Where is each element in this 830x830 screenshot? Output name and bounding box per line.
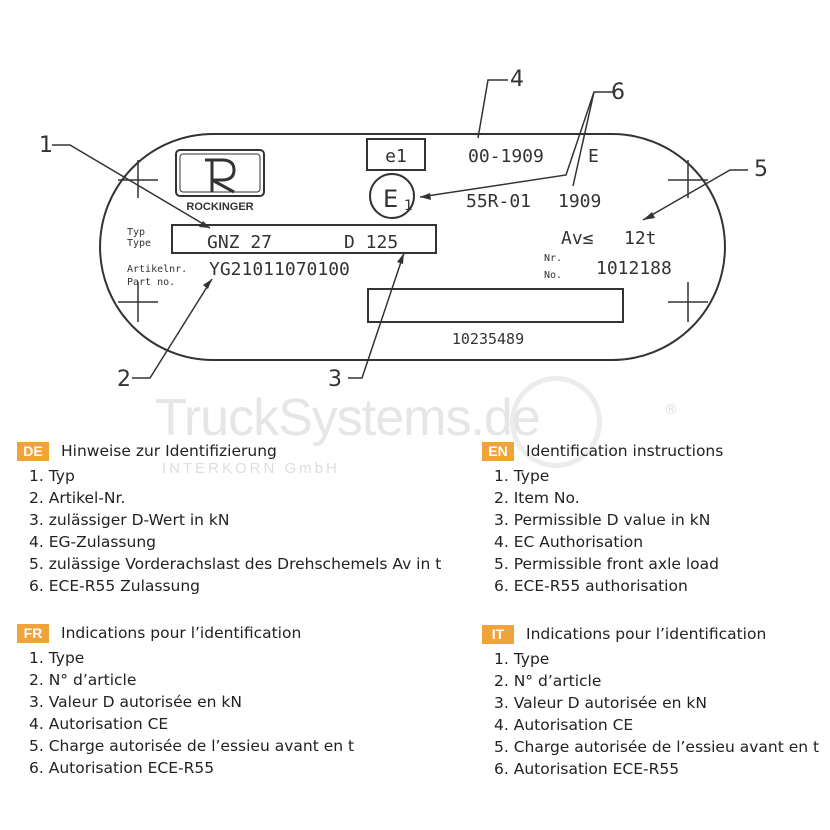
type-label: Typ — [127, 227, 145, 238]
list-item: 5. Charge autorisée de l’essieu avant en… — [29, 737, 355, 755]
ece-mark-circle — [369, 173, 415, 219]
plate-outline — [99, 133, 726, 361]
type-model-value: GNZ 27 — [207, 232, 272, 253]
article-label-en: Part no. — [127, 277, 175, 288]
section-title-de: Hinweise zur Identifizierung — [61, 442, 277, 460]
callout-1: 1 — [39, 133, 53, 158]
list-item: 3. Valeur D autorisée en kN — [494, 694, 707, 712]
list-item: 1. Typ — [29, 467, 75, 485]
section-title-en: Identification instructions — [526, 442, 724, 460]
callout-lines — [52, 79, 748, 379]
brand-name: ROCKINGER — [186, 201, 253, 213]
list-item: 2. N° d’article — [29, 671, 137, 689]
type-label-en: Type — [127, 238, 151, 249]
bottom-number: 10235489 — [452, 330, 524, 348]
section-en: EN Identification instructions 1. Type 2… — [482, 441, 723, 597]
ece-mark-number: 1 — [404, 198, 413, 214]
serial-label-en: No. — [544, 270, 562, 281]
callout-4: 4 — [510, 67, 524, 92]
ec-mark-box — [366, 138, 426, 171]
watermark-brand: TruckSystems.de — [155, 389, 541, 447]
list-item: 4. EC Authorisation — [494, 533, 644, 551]
list-item: 5. Permissible front axle load — [494, 555, 719, 573]
list-item: 3. zulässiger D-Wert in kN — [29, 511, 230, 529]
section-title-fr: Indications pour l’identification — [61, 624, 302, 642]
list-item: 4. EG-Zulassung — [29, 533, 156, 551]
callout-2: 2 — [117, 367, 131, 392]
list-item: 5. zulässige Vorderachslast des Drehsche… — [29, 555, 442, 573]
axle-load-value: 12t — [624, 228, 657, 249]
callout-5: 5 — [754, 157, 768, 182]
rockinger-logo: ROCKINGER — [175, 149, 265, 213]
callout-arrowheads — [199, 193, 655, 289]
axle-load-label: Av≤ — [561, 228, 594, 249]
article-label: Artikelnr. — [127, 264, 187, 275]
list-item: 4. Autorisation CE — [29, 715, 169, 733]
language-badge-it: IT — [482, 624, 514, 644]
mounting-crosses — [118, 160, 708, 322]
blank-field — [367, 288, 624, 323]
d-value: D 125 — [344, 232, 398, 253]
list-item: 6. ECE-R55 authorisation — [494, 577, 688, 595]
list-item: 6. Autorisation ECE-R55 — [494, 760, 680, 778]
watermark-subtitle: INTERKORN GmbH — [162, 460, 340, 477]
watermark-registered-mark: ® — [664, 402, 678, 418]
type-box — [171, 224, 437, 254]
callout-6: 6 — [611, 80, 625, 105]
ece-mark-letter: E — [383, 185, 398, 213]
list-item: 1. Type — [29, 649, 85, 667]
serial-label: Nr. — [544, 253, 562, 264]
section-it: IT Indications pour l’identification 1. … — [482, 624, 819, 780]
section-title-it: Indications pour l’identification — [526, 625, 767, 643]
section-fr: FR Indications pour l’identification 1. … — [17, 623, 354, 779]
list-item: 6. Autorisation ECE-R55 — [29, 759, 215, 777]
list-item: 5. Charge autorisée de l’essieu avant en… — [494, 738, 820, 756]
list-item: 6. ECE-R55 Zulassung — [29, 577, 201, 595]
section-de: DE Hinweise zur Identifizierung 1. Typ 2… — [17, 441, 441, 597]
article-value: YG21011070100 — [209, 259, 350, 280]
list-item: 2. N° d’article — [494, 672, 602, 690]
ece-approval: 1909 — [558, 191, 601, 212]
list-item: 2. Item No. — [494, 489, 580, 507]
language-badge-de: DE — [17, 441, 49, 461]
list-item: 1. Type — [494, 467, 550, 485]
list-item: 3. Valeur D autorisée en kN — [29, 693, 242, 711]
list-item: 3. Permissible D value in kN — [494, 511, 711, 529]
serial-value: 1012188 — [596, 258, 672, 279]
ec-suffix: E — [588, 146, 599, 167]
list-item: 1. Type — [494, 650, 550, 668]
ec-mark: e1 — [385, 146, 407, 167]
ece-number: 55R-01 — [466, 191, 531, 212]
watermark-globe-icon — [510, 376, 602, 468]
callout-3: 3 — [328, 367, 342, 392]
ec-number: 00-1909 — [468, 146, 544, 167]
language-badge-en: EN — [482, 441, 514, 461]
list-item: 4. Autorisation CE — [494, 716, 634, 734]
list-item: 2. Artikel-Nr. — [29, 489, 126, 507]
language-badge-fr: FR — [17, 623, 49, 643]
type-plate-drawing: ROCKINGER Typ Type GNZ 27 D 125 Artikeln… — [39, 67, 768, 392]
